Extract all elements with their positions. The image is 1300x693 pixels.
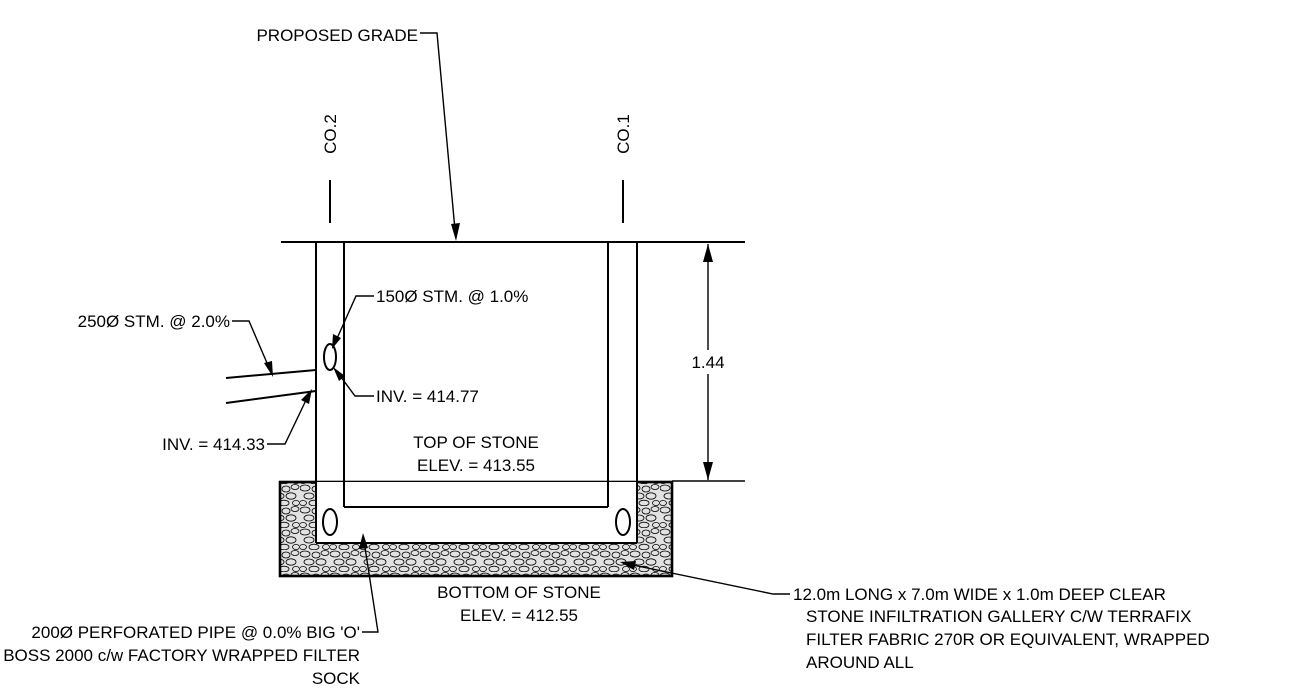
label-bottom-of-stone-elev: ELEV. = 412.55 bbox=[460, 606, 578, 625]
label-perforated-pipe-2: BOSS 2000 c/w FACTORY WRAPPED FILTER bbox=[3, 646, 360, 665]
dimension-arrow-top bbox=[703, 244, 713, 262]
label-proposed-grade: PROPOSED GRADE bbox=[256, 26, 418, 45]
label-inv-150: INV. = 414.77 bbox=[376, 387, 479, 406]
label-gallery-1: 12.0m LONG x 7.0m WIDE x 1.0m DEEP CLEAR bbox=[793, 585, 1166, 604]
leader-inv-250 bbox=[267, 395, 309, 445]
perforated-pipe-end-left bbox=[322, 508, 338, 536]
label-co1: CO.1 bbox=[614, 114, 633, 154]
leader-gallery bbox=[627, 563, 790, 595]
leader-perforated-pipe bbox=[362, 540, 379, 633]
leader-inlet-150 bbox=[334, 295, 374, 344]
label-bottom-of-stone: BOTTOM OF STONE bbox=[437, 583, 601, 602]
label-gallery-3: FILTER FABRIC 270R OR EQUIVALENT, WRAPPE… bbox=[806, 630, 1210, 649]
label-inlet-250: 250Ø STM. @ 2.0% bbox=[78, 312, 230, 331]
label-perforated-pipe-3: SOCK bbox=[312, 669, 361, 688]
inlet-150-pipe-ellipse bbox=[323, 343, 337, 371]
label-co2: CO.2 bbox=[321, 114, 340, 154]
label-perforated-pipe-1: 200Ø PERFORATED PIPE @ 0.0% BIG 'O' bbox=[31, 623, 360, 642]
label-top-of-stone-elev: ELEV. = 413.55 bbox=[417, 456, 535, 475]
label-dimension-depth: 1.44 bbox=[691, 353, 724, 372]
label-top-of-stone: TOP OF STONE bbox=[413, 433, 539, 452]
inlet-250-pipe-top bbox=[225, 369, 317, 379]
leader-inlet-250 bbox=[232, 320, 271, 371]
label-inlet-150: 150Ø STM. @ 1.0% bbox=[376, 287, 528, 306]
perforated-pipe-end-right bbox=[615, 508, 631, 536]
dimension-arrow-bottom bbox=[703, 462, 713, 480]
leader-proposed-grade bbox=[420, 32, 456, 231]
label-inv-250: INV. = 414.33 bbox=[162, 435, 265, 454]
leader-inv-150 bbox=[337, 372, 374, 397]
inlet-250-pipe-bottom bbox=[225, 390, 317, 404]
label-gallery-2: STONE INFILTRATION GALLERY C/W TERRAFIX bbox=[806, 607, 1191, 626]
chamber-inner-void bbox=[344, 482, 608, 507]
label-gallery-4: AROUND ALL bbox=[806, 653, 914, 672]
